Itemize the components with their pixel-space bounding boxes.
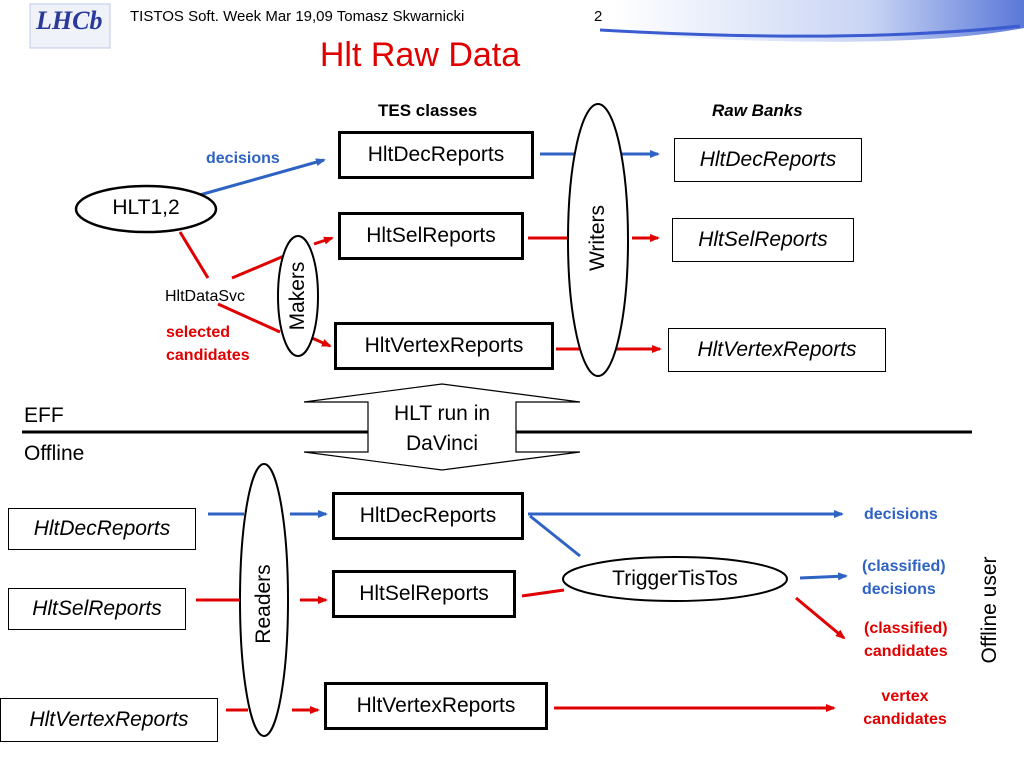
tistos-to-classified-dec-arrow — [799, 572, 848, 581]
datasvc-to-selected-line — [217, 302, 281, 334]
eff-label: EFF — [24, 404, 64, 427]
tes-hltvertexreports-box: HltVertexReports — [334, 322, 554, 370]
decisions-label: decisions — [206, 150, 280, 167]
selected-candidates-line2: candidates — [166, 347, 250, 364]
raw-hltdecreports-box: HltDecReports — [674, 138, 862, 182]
hlt-ellipse — [74, 184, 218, 234]
selected-candidates-line1: selected — [166, 324, 231, 341]
bottom-raw-hltdecreports-box: HltDecReports — [8, 508, 196, 550]
dec-to-tistos-line — [529, 514, 581, 558]
header-info: TISTOS Soft. Week Mar 19,09 Tomasz Skwar… — [130, 8, 465, 25]
raw-hltselreports-box: HltSelReports — [672, 218, 854, 262]
writers-label: Writers — [586, 204, 609, 272]
classified-candidates-line1: (classified) — [864, 620, 948, 637]
vertex-candidates-line1: vertex — [881, 688, 929, 705]
writers-ellipse — [567, 103, 629, 377]
page-number: 2 — [594, 8, 603, 25]
hlt-run-line1: HLT run in — [393, 402, 491, 425]
offline-user-label: Offline user — [978, 556, 1001, 664]
bottom-tes-hltdecreports-box: HltDecReports — [332, 492, 524, 540]
lhcb-logo: LHCb — [36, 6, 103, 35]
tes-classes-header: TES classes — [378, 101, 478, 120]
readers-label: Readers — [252, 564, 275, 644]
tes-hltselreports-box: HltSelReports — [338, 212, 524, 260]
classified-candidates-line2: candidates — [864, 643, 948, 660]
bottom-tes-hltselreports-box: HltSelReports — [332, 570, 516, 618]
hlt-node-label: HLT1,2 — [112, 196, 180, 219]
raw-hltvertexreports-box: HltVertexReports — [668, 328, 886, 372]
classified-decisions-line2: decisions — [862, 581, 936, 598]
classified-decisions-line1: (classified) — [862, 558, 946, 575]
tes-hltdecreports-box: HltDecReports — [338, 131, 534, 179]
makers-label: Makers — [286, 261, 309, 331]
vertex-candidates-line2: candidates — [863, 711, 947, 728]
hlt-run-line2: DaVinci — [406, 432, 478, 455]
makers-to-vertex-arrow — [311, 336, 332, 348]
tistos-to-classified-cand-arrow — [795, 596, 846, 640]
header-banner — [0, 0, 1024, 49]
bottom-tes-hltvertexreports-box: HltVertexReports — [324, 682, 548, 730]
tistos-ellipse — [562, 556, 788, 602]
hlt-to-dec-line — [195, 158, 326, 198]
datasvc-to-makers-line — [231, 254, 285, 280]
bottom-decisions-label: decisions — [864, 506, 938, 523]
makers-ellipse — [277, 235, 319, 357]
sel-to-tistos-line — [521, 588, 565, 598]
slide-title: Hlt Raw Data — [319, 36, 521, 74]
offline-label: Offline — [24, 442, 85, 465]
davinci-double-arrow — [303, 383, 581, 471]
hltdatasvc-label: HltDataSvc — [165, 288, 246, 305]
hlt-to-datasvc-line — [178, 231, 210, 279]
tistos-label: TriggerTisTos — [612, 567, 738, 590]
raw-banks-header: Raw Banks — [712, 101, 803, 120]
bottom-raw-hltselreports-box: HltSelReports — [8, 588, 186, 630]
makers-to-sel-arrow — [313, 236, 334, 246]
bottom-raw-hltvertexreports-box: HltVertexReports — [0, 698, 218, 742]
